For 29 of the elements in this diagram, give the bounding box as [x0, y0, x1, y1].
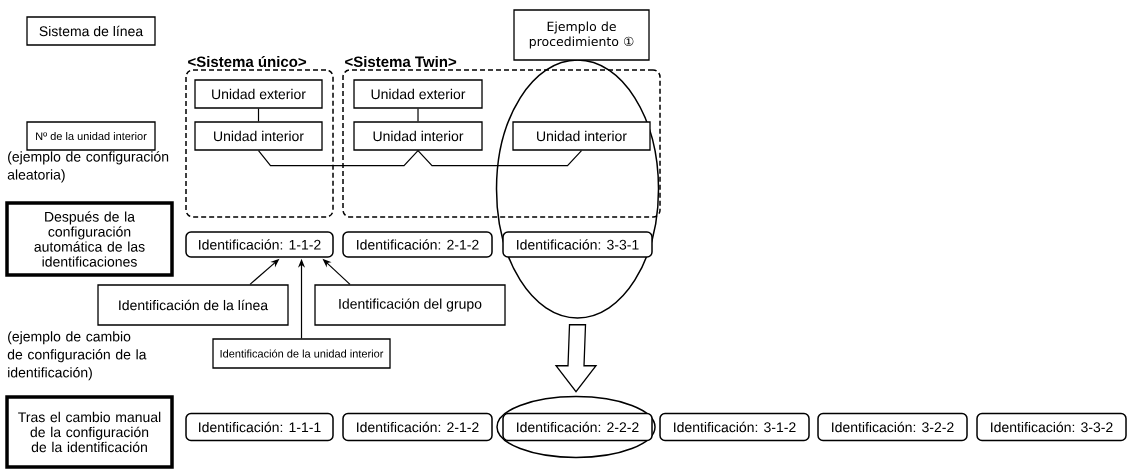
unit-box: Unidad exterior: [353, 79, 483, 109]
connector-line: [417, 108, 419, 122]
connector-line: [417, 150, 583, 167]
id-box: Identificación: 3-3-2: [976, 412, 1127, 442]
procedure-box: Ejemplo de procedimiento ①: [513, 9, 650, 61]
callout-box: Identificación de la línea: [97, 284, 289, 326]
stage-box: Después de la configuración automática de las identificaciones: [5, 201, 174, 277]
unit-box: Unidad exterior: [194, 79, 323, 109]
callout-box: Identificación de la unidad interior: [212, 338, 391, 369]
id-box: Identificación: 3-2-2: [817, 412, 968, 442]
unit-box: Unidad interior: [353, 121, 483, 151]
stage-box: Tras el cambio manual de la configuración de la identificación: [5, 395, 174, 469]
label-box: Sistema de línea: [26, 16, 156, 46]
unit-box: Unidad interior: [194, 121, 323, 151]
id-box: Identificación: 3-3-1: [502, 231, 653, 258]
connector-line: [257, 108, 260, 122]
id-box: Identificación: 2-1-2: [342, 412, 493, 442]
label-box: Nº de la unidad interior: [26, 121, 156, 151]
connector-line: [257, 150, 419, 167]
note-text: (ejemplo de cambio de configuración de la identificación): [7, 331, 147, 381]
id-box: Identificación: 1-1-1: [185, 412, 334, 442]
id-box: Identificación: 3-1-2: [659, 412, 810, 442]
unit-box: Unidad interior: [512, 121, 651, 151]
hollow-arrow: [554, 324, 598, 393]
id-box: Identificación: 1-1-2: [185, 231, 334, 258]
note-text: (ejemplo de configuración aleatoria): [7, 151, 169, 183]
id-box: Identificación: 2-1-2: [342, 231, 493, 258]
id-box: Identificación: 2-2-2: [502, 412, 653, 442]
callout-box: Identificación del grupo: [314, 284, 506, 326]
